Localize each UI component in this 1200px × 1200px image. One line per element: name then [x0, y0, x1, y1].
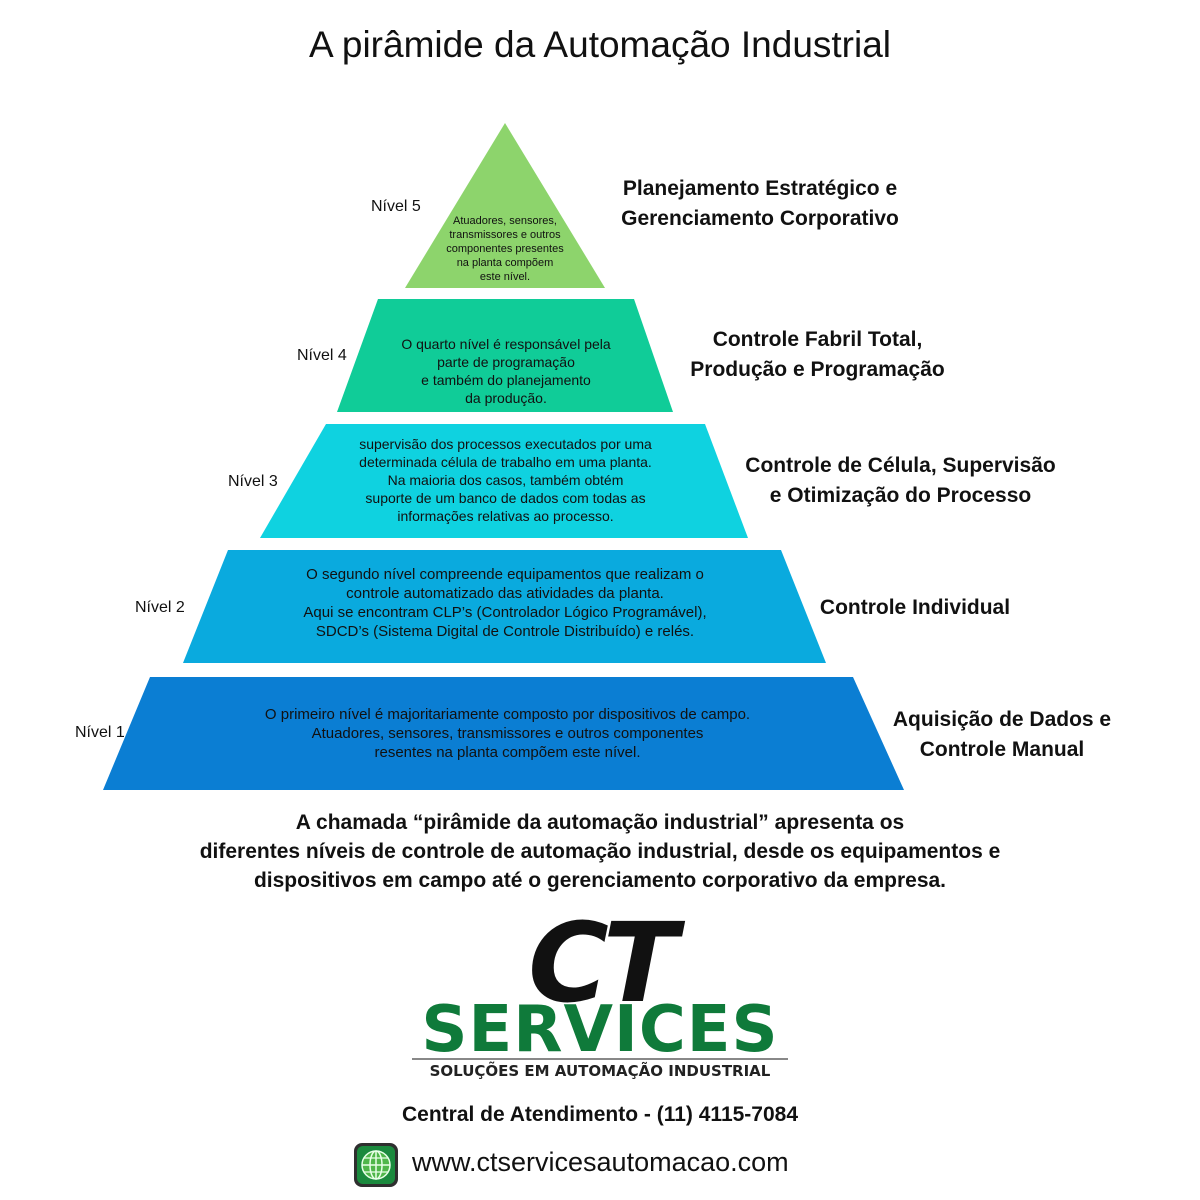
level-1-name: Aquisição de Dados e Controle Manual: [892, 708, 1112, 761]
globe-icon: [354, 1143, 398, 1187]
level-4-text: O quarto nível é responsável pela parte …: [401, 336, 611, 406]
pyramid-tier-4: [337, 299, 673, 412]
level-5-name: Planejamento Estratégico e Gerenciamento…: [621, 177, 899, 230]
pyramid-tier-2: [183, 550, 826, 663]
page-title: A pirâmide da Automação Industrial: [308, 24, 892, 65]
website-link[interactable]: www.ctservicesautomacao.com: [412, 1147, 789, 1177]
contact-phone: Central de Atendimento - (11) 4115-7084: [401, 1103, 799, 1126]
logo-divider: [412, 1058, 788, 1060]
level-3-text: supervisão dos processos executados por …: [359, 436, 652, 524]
pyramid: [103, 123, 904, 790]
level-4-label: Nível 4: [297, 347, 347, 364]
level-4-name: Controle Fabril Total, Produção e Progra…: [690, 328, 945, 381]
pyramid-tier-5: [405, 123, 605, 288]
level-2-label: Nível 2: [135, 599, 185, 616]
level-3-name: Controle de Célula, Supervisão e Otimiza…: [745, 454, 1056, 507]
level-1-label: Nível 1: [75, 724, 125, 741]
logo-ct: CT: [528, 899, 678, 1027]
level-5-label: Nível 5: [371, 198, 421, 215]
level-2-name: Controle Individual: [819, 596, 1011, 619]
pyramid-description: A chamada “pirâmide da automação industr…: [199, 811, 1001, 892]
logo-services: SERVICES: [421, 993, 779, 1067]
level-1-text: O primeiro nível é majoritariamente comp…: [264, 706, 751, 761]
level-2-text: O segundo nível compreende equipamentos …: [303, 566, 707, 640]
pyramid-tier-1: [103, 677, 904, 790]
logo-tagline: SOLUÇÕES EM AUTOMAÇÃO INDUSTRIAL: [429, 1062, 771, 1080]
level-5-text: Atuadores, sensores, transmissores e out…: [446, 215, 564, 283]
pyramid-tier-3: [260, 424, 748, 538]
level-3-label: Nível 3: [228, 473, 278, 490]
